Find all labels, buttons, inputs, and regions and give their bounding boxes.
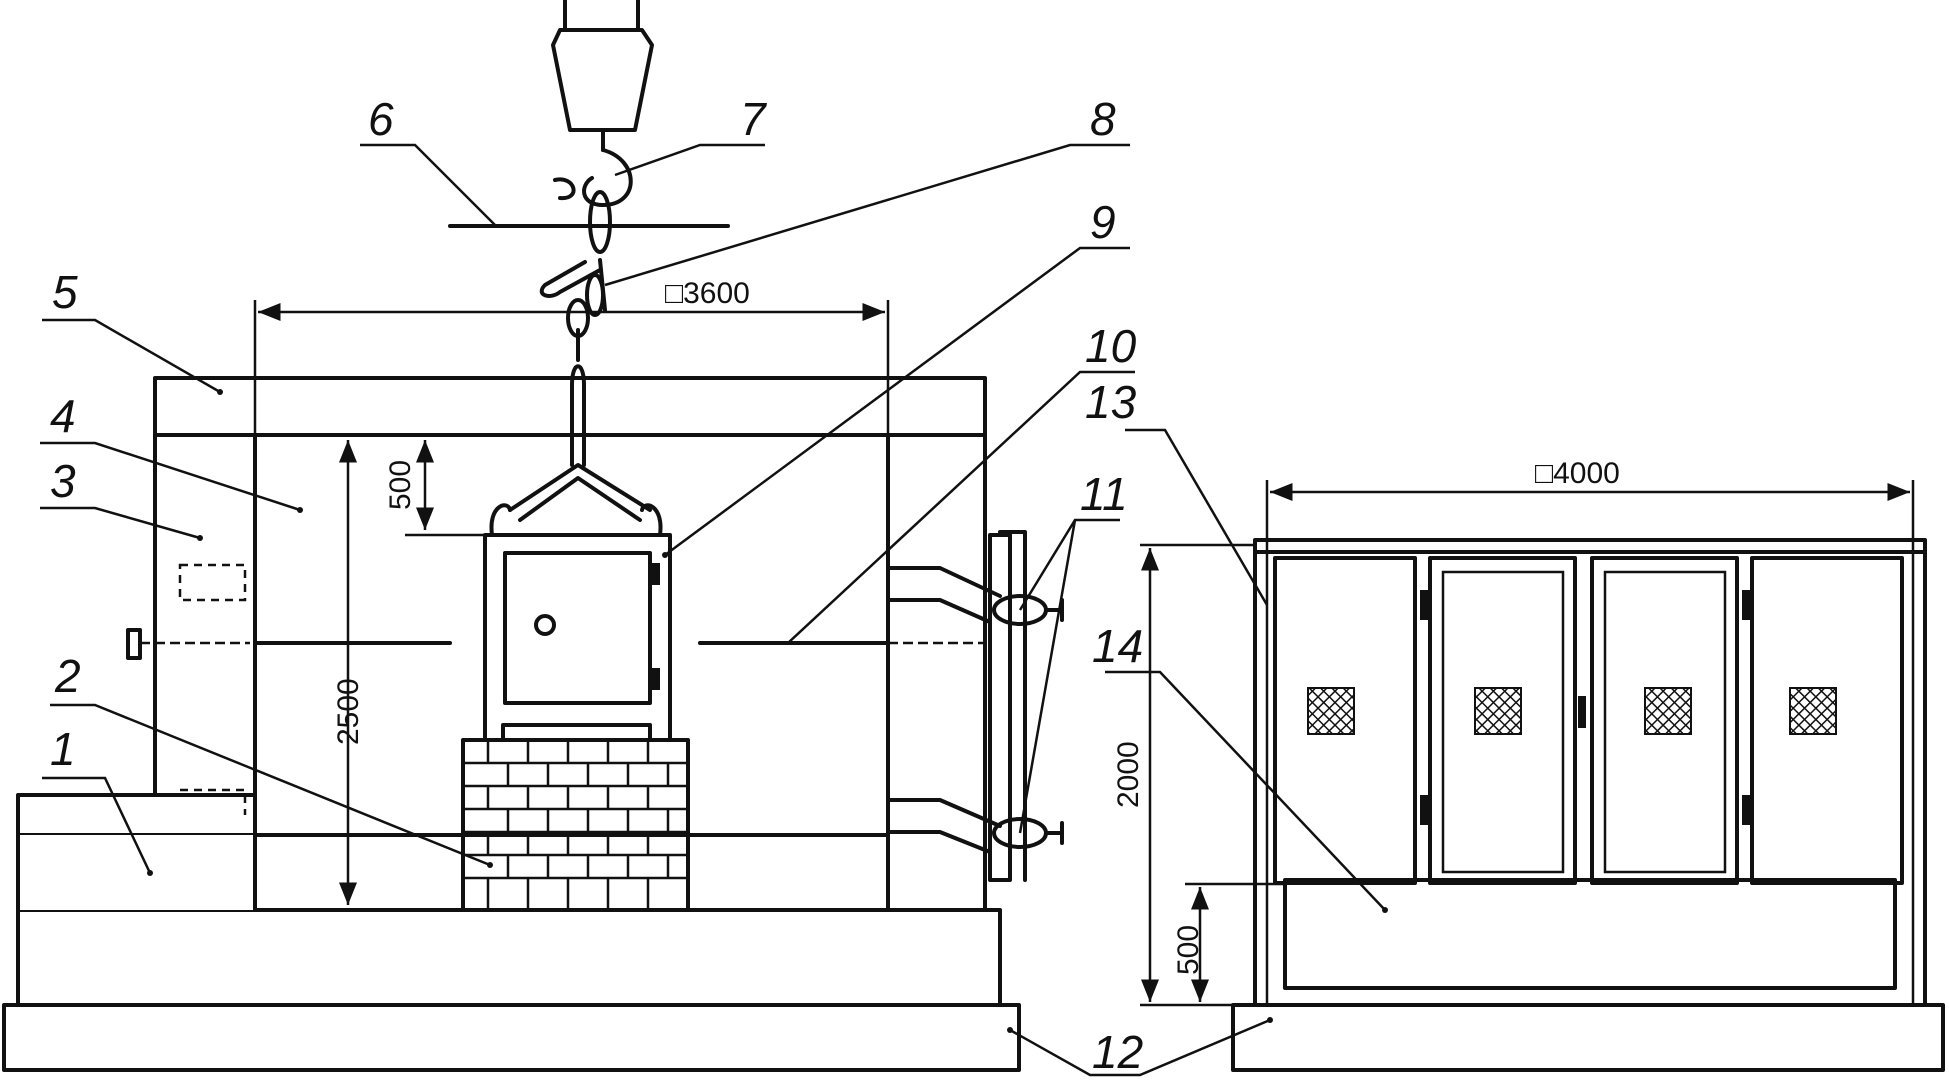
- base-box: [1283, 878, 1897, 990]
- callout-14: 14: [1092, 620, 1143, 672]
- callout-11: 11: [1080, 468, 1128, 520]
- callout-6: 6: [368, 93, 394, 145]
- crane-hook: [539, 0, 654, 317]
- cabinet-elevation: [1231, 538, 1945, 1072]
- vent-3: [1644, 687, 1692, 735]
- foundation-slab: [2, 1003, 1021, 1072]
- door-4: [1750, 556, 1904, 885]
- callout-13: 13: [1085, 376, 1137, 428]
- external-riser: [988, 533, 1012, 882]
- vent-4: [1789, 687, 1837, 735]
- sling: [508, 463, 652, 522]
- vent-2: [1474, 687, 1522, 735]
- dim-chamber-height: 2500: [332, 678, 365, 745]
- dim-roof-gap: 500: [384, 460, 417, 510]
- callout-5: 5: [52, 266, 78, 318]
- door-3: [1590, 556, 1739, 885]
- lower-pipe: [886, 798, 1002, 854]
- vent-1: [1307, 687, 1355, 735]
- safe-cabinet: [483, 503, 672, 742]
- pit-floor: [16, 908, 1002, 1007]
- callout-9: 9: [1090, 196, 1116, 248]
- callout-2: 2: [54, 650, 81, 702]
- left-ledge: [16, 793, 257, 837]
- dim-cabinet-base: 500: [1172, 925, 1205, 975]
- left-valve-handle: [126, 628, 142, 660]
- callout-3: 3: [50, 455, 76, 507]
- callout-12: 12: [1092, 1026, 1143, 1078]
- dim-cabinet-height: 2000: [1112, 741, 1145, 808]
- upper-pipe: [886, 566, 1002, 624]
- right-foundation: [1231, 1003, 1945, 1072]
- dim-chamber-width: □3600: [665, 277, 750, 310]
- callout-8: 8: [1090, 93, 1116, 145]
- dim-cabinet-width: □4000: [1535, 457, 1620, 490]
- leader-lines: [40, 143, 1388, 1077]
- left-wall: [153, 433, 257, 797]
- inlet-channel: [18, 835, 888, 910]
- callout-labels: 1 2 3 4 5 6 7 8 9 10 11 13 14 12: [50, 93, 1143, 1078]
- door-2: [1428, 556, 1577, 885]
- callout-1: 1: [50, 723, 76, 775]
- callout-10: 10: [1085, 320, 1137, 372]
- door-1: [1273, 556, 1417, 885]
- dimensions: □3600 2500 500 □4000 2000 500: [253, 277, 1915, 1007]
- callout-4: 4: [50, 390, 76, 442]
- chamber-section: [2, 0, 1064, 1072]
- callout-7: 7: [740, 93, 767, 145]
